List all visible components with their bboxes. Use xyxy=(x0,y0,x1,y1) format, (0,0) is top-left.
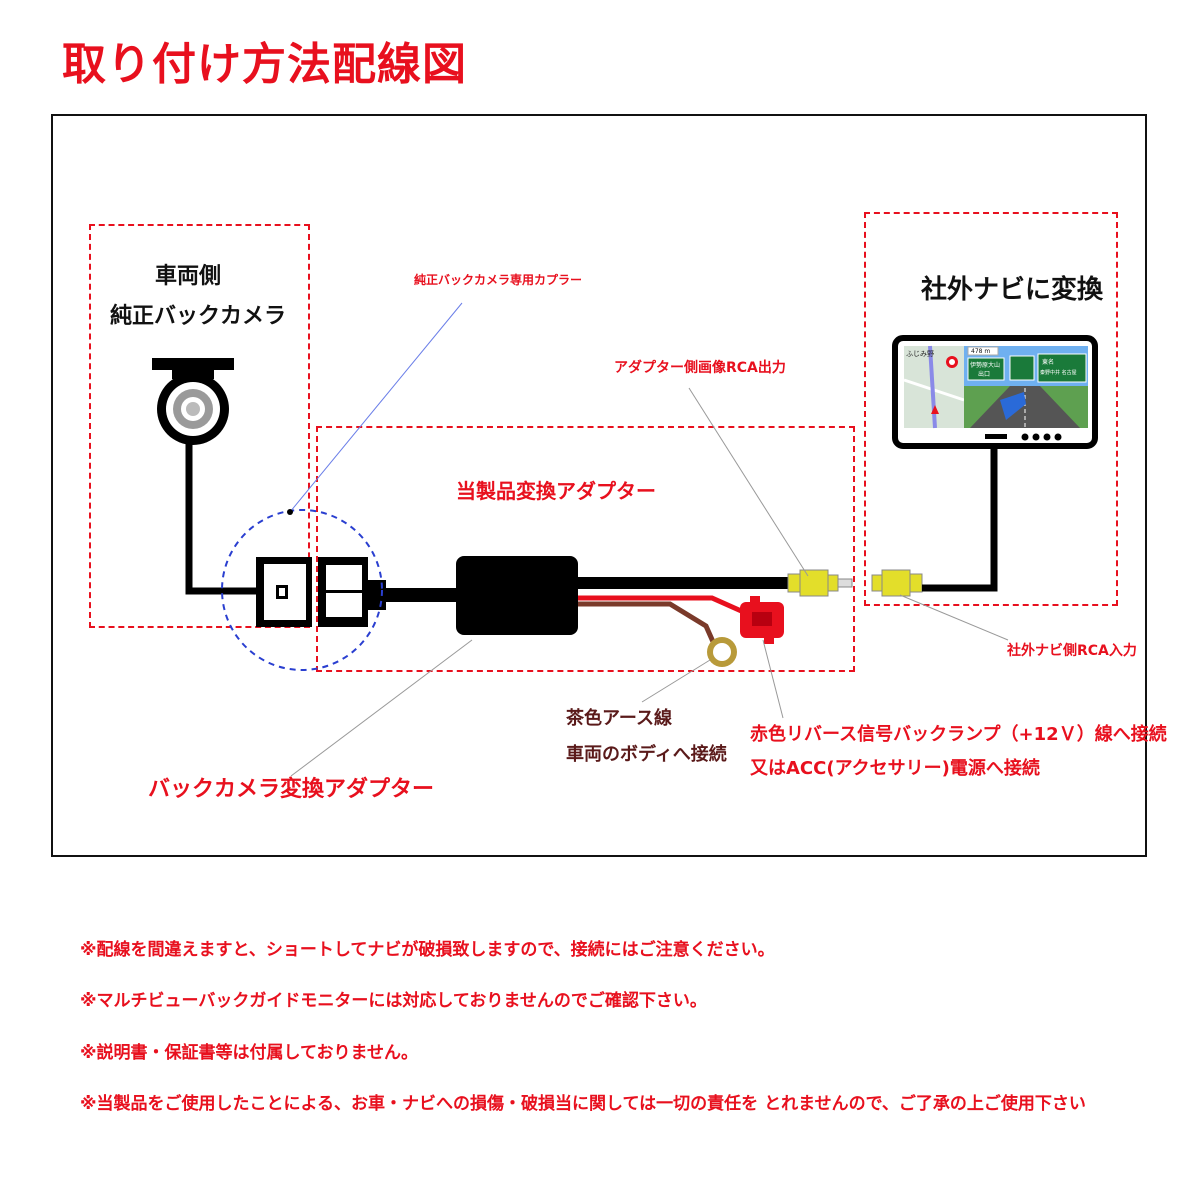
screen-sign-right: 秦野中井 名古屋 xyxy=(1040,369,1077,376)
fuse-holder-icon xyxy=(740,596,784,644)
navi-box xyxy=(864,212,1118,606)
navi-monitor-icon xyxy=(892,335,1098,449)
camera-icon xyxy=(152,358,234,445)
rca-female-icon xyxy=(871,569,923,597)
coupler-leader xyxy=(289,302,463,513)
camera-cable xyxy=(185,440,258,595)
genuine-camera-label: 純正バックカメラ xyxy=(110,304,287,329)
earth-leader xyxy=(641,659,711,703)
brown-wire-label-2: 車両のボディへ接続 xyxy=(566,744,727,765)
coupler-female-icon xyxy=(256,557,312,627)
adapter-leader xyxy=(290,639,473,777)
coupler-male-icon xyxy=(318,557,386,627)
screen-city: ふじみ野 xyxy=(906,350,934,358)
red-reverse-wire xyxy=(578,595,750,617)
note-wiring-caution: ※配線を間違えますと、ショートしてナビが破損致しますので、接続にはご注意ください… xyxy=(80,940,775,960)
note-multiview: ※マルチビューバックガイドモニターには対応しておりませんのでご確認下さい。 xyxy=(80,991,707,1011)
rca-out-leader xyxy=(688,387,809,577)
adapter-cable-left xyxy=(384,588,456,602)
brown-wire-label-1: 茶色アース線 xyxy=(566,708,673,729)
red-wire-label-2: 又はACC(アクセサリー)電源へ接続 xyxy=(750,758,1040,779)
backcam-adapter-label: バックカメラ変換アダプター xyxy=(148,777,435,802)
vehicle-side-label: 車両側 xyxy=(155,264,222,289)
coupler-label: 純正バックカメラ専用カプラー xyxy=(414,273,583,287)
product-adapter-box xyxy=(316,426,855,672)
diagram-frame xyxy=(51,114,1147,857)
screen-sign-mid: 東名 xyxy=(1042,358,1054,366)
coupler-highlight-circle xyxy=(221,509,383,671)
adapter-box-icon xyxy=(456,556,578,635)
navi-cable xyxy=(922,444,998,592)
adapter-cable-right xyxy=(578,577,788,589)
navi-rca-in-label: 社外ナビ側RCA入力 xyxy=(1007,643,1137,659)
rca-male-icon xyxy=(787,569,853,597)
red-wire-leader xyxy=(762,639,784,719)
product-adapter-label: 当製品変換アダプター xyxy=(456,479,656,503)
note-liability: ※当製品をご使用したことによる、お車・ナビへの損傷・破損当に関しては一切の責任を… xyxy=(80,1094,1086,1114)
screen-dist: 478 m xyxy=(971,348,990,355)
note-manual: ※説明書・保証書等は付属しておりません。 xyxy=(80,1043,418,1063)
page-title: 取り付け方法配線図 xyxy=(62,39,467,90)
adapter-rca-out-label: アダプター側画像RCA出力 xyxy=(614,360,786,376)
screen-sign-left: 伊勢原大山 xyxy=(970,361,1000,369)
screen-sign-exit: 出口 xyxy=(978,370,990,378)
convert-navi-label: 社外ナビに変換 xyxy=(921,275,1104,305)
rca-in-leader xyxy=(899,594,1009,641)
brown-earth-wire xyxy=(578,601,717,646)
red-wire-label-1: 赤色リバース信号バックランプ（+12Ｖ）線へ接続 xyxy=(750,724,1167,745)
vehicle-side-box xyxy=(89,224,310,628)
earth-terminal-icon xyxy=(707,637,737,667)
